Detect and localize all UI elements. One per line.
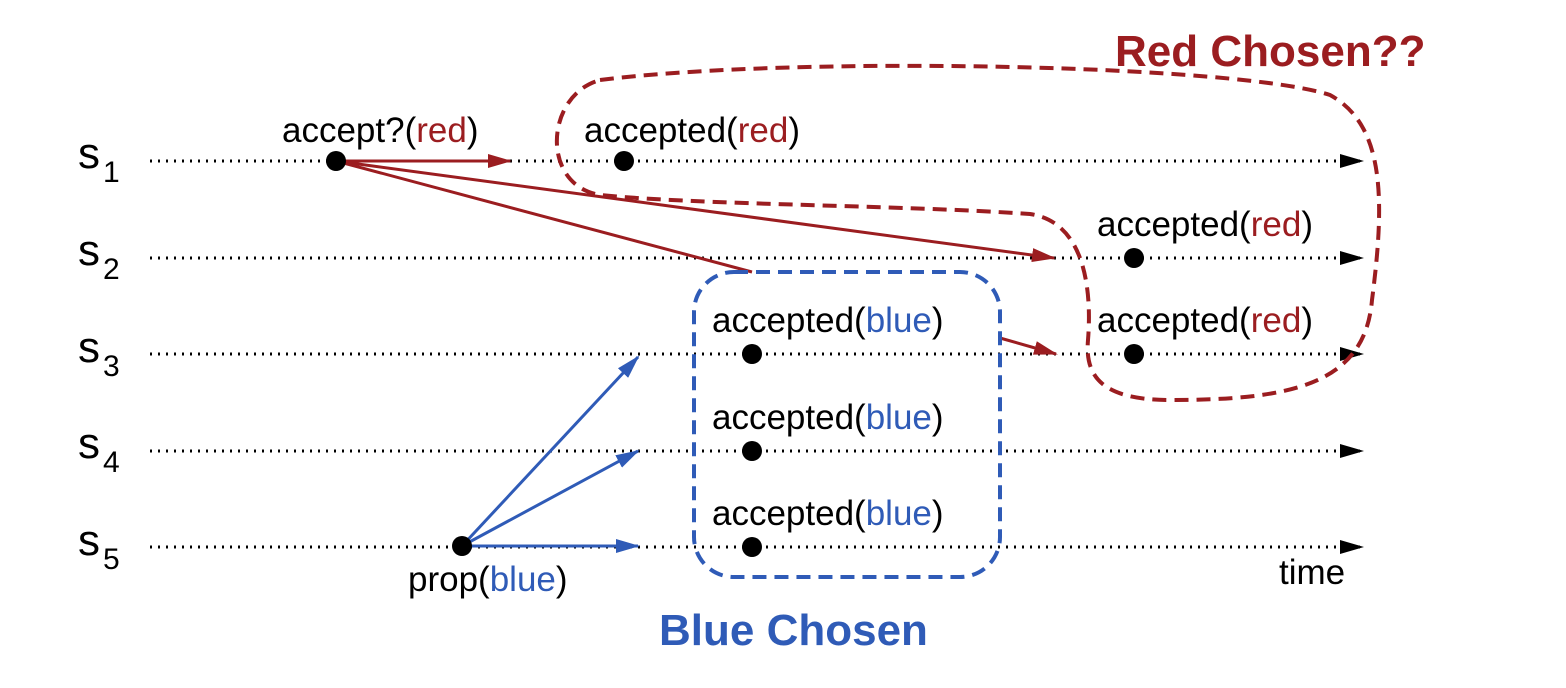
svg-text:s: s [78,516,100,565]
event-s1-accept-request [326,151,346,171]
svg-text:s: s [78,226,100,275]
event-dots [326,151,1144,557]
event-s4-accepted-blue [742,441,762,461]
red-chosen-region [554,63,1382,403]
time-axis-label: time [1279,553,1345,592]
label-accepted-red-s2: accepted(red) [1097,205,1313,244]
event-s3-accepted-red [1124,344,1144,364]
svg-text:4: 4 [103,446,120,479]
svg-text:s: s [78,419,100,468]
event-s3-accepted-blue [742,344,762,364]
event-s1-accepted-red [614,151,634,171]
label-accepted-red-s1: accepted(red) [584,111,800,150]
server-label-s3: s 3 [78,323,120,383]
svg-text:s: s [78,323,100,372]
blue-arrow-s3 [460,355,640,548]
server-label-s2: s 2 [78,226,120,286]
event-s5-proposal [452,536,472,556]
red-chosen-title: Red Chosen?? [1115,27,1425,76]
event-s2-accepted-red [1124,248,1144,268]
red-arrow-s3-part2 [999,336,1058,356]
red-messages [335,154,1058,356]
server-label-s1: s 1 [78,129,120,189]
server-label-s5: s 5 [78,516,120,576]
blue-arrow-s4 [461,449,640,548]
svg-text:s: s [78,129,100,178]
svg-text:3: 3 [103,350,120,383]
label-accept-red: accept?(red) [282,111,479,150]
red-arrow-s2 [335,159,1056,262]
svg-text:1: 1 [103,156,120,189]
red-arrow-s3-part1 [335,159,753,274]
blue-chosen-title: Blue Chosen [659,606,928,655]
label-prop-blue: prop(blue) [408,560,568,599]
label-accepted-blue-s5: accepted(blue) [712,494,944,533]
blue-chosen-region [692,270,1002,579]
svg-text:2: 2 [103,253,120,286]
label-accepted-red-s3: accepted(red) [1097,301,1313,340]
server-label-s4: s 4 [78,419,120,479]
event-s5-accepted-blue [742,537,762,557]
blue-messages [460,355,640,553]
label-accepted-blue-s4: accepted(blue) [712,398,944,437]
label-accepted-blue-s3: accepted(blue) [712,301,944,340]
svg-text:5: 5 [103,543,120,576]
